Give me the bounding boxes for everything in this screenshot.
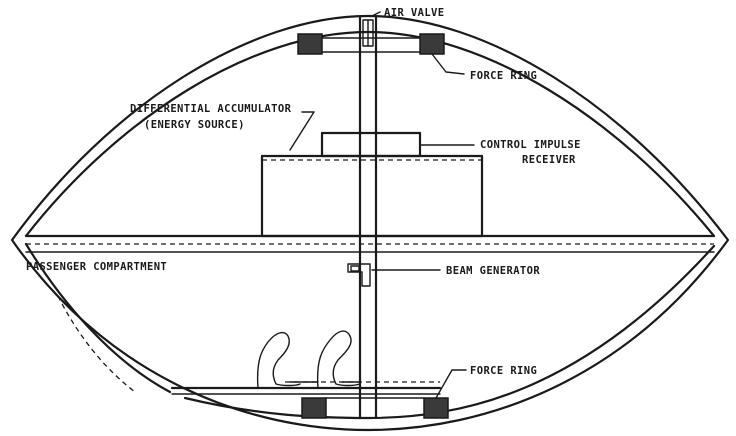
leader-force-ring-bottom <box>435 369 467 399</box>
differential-accumulator-label: DIFFERENTIAL ACCUMULATOR <box>130 103 292 115</box>
control-impulse-label: CONTROL IMPULSE <box>480 139 581 151</box>
hatch-door <box>57 295 136 393</box>
beam-generator-inner <box>350 265 360 272</box>
passenger-compartment-label: PASSENGER COMPARTMENT <box>26 261 167 273</box>
leader-accumulator <box>289 111 315 151</box>
force-ring-top-right <box>419 33 445 55</box>
receiver-label: RECEIVER <box>522 154 576 166</box>
force-ring-top-left <box>297 33 323 55</box>
seat-left <box>256 331 301 389</box>
beam-generator-label: BEAM GENERATOR <box>446 265 540 277</box>
force-ring-bottom-label: FORCE RING <box>470 365 537 377</box>
air-valve-label: AIR VALVE <box>384 7 445 19</box>
control-impulse-receiver-box <box>320 131 422 158</box>
leader-force-ring-top <box>431 53 465 75</box>
seat-right <box>316 330 361 389</box>
energy-source-label: (ENERGY SOURCE) <box>144 119 245 131</box>
differential-accumulator-box <box>260 154 484 238</box>
leader-air-valve <box>371 11 381 17</box>
outer-hull <box>10 14 730 432</box>
force-ring-bottom-left <box>301 397 327 419</box>
inner-hull-lower <box>24 242 716 420</box>
beam-generator <box>347 263 371 287</box>
force-ring-bottom-right <box>423 397 449 419</box>
force-ring-top-label: FORCE RING <box>470 70 537 82</box>
